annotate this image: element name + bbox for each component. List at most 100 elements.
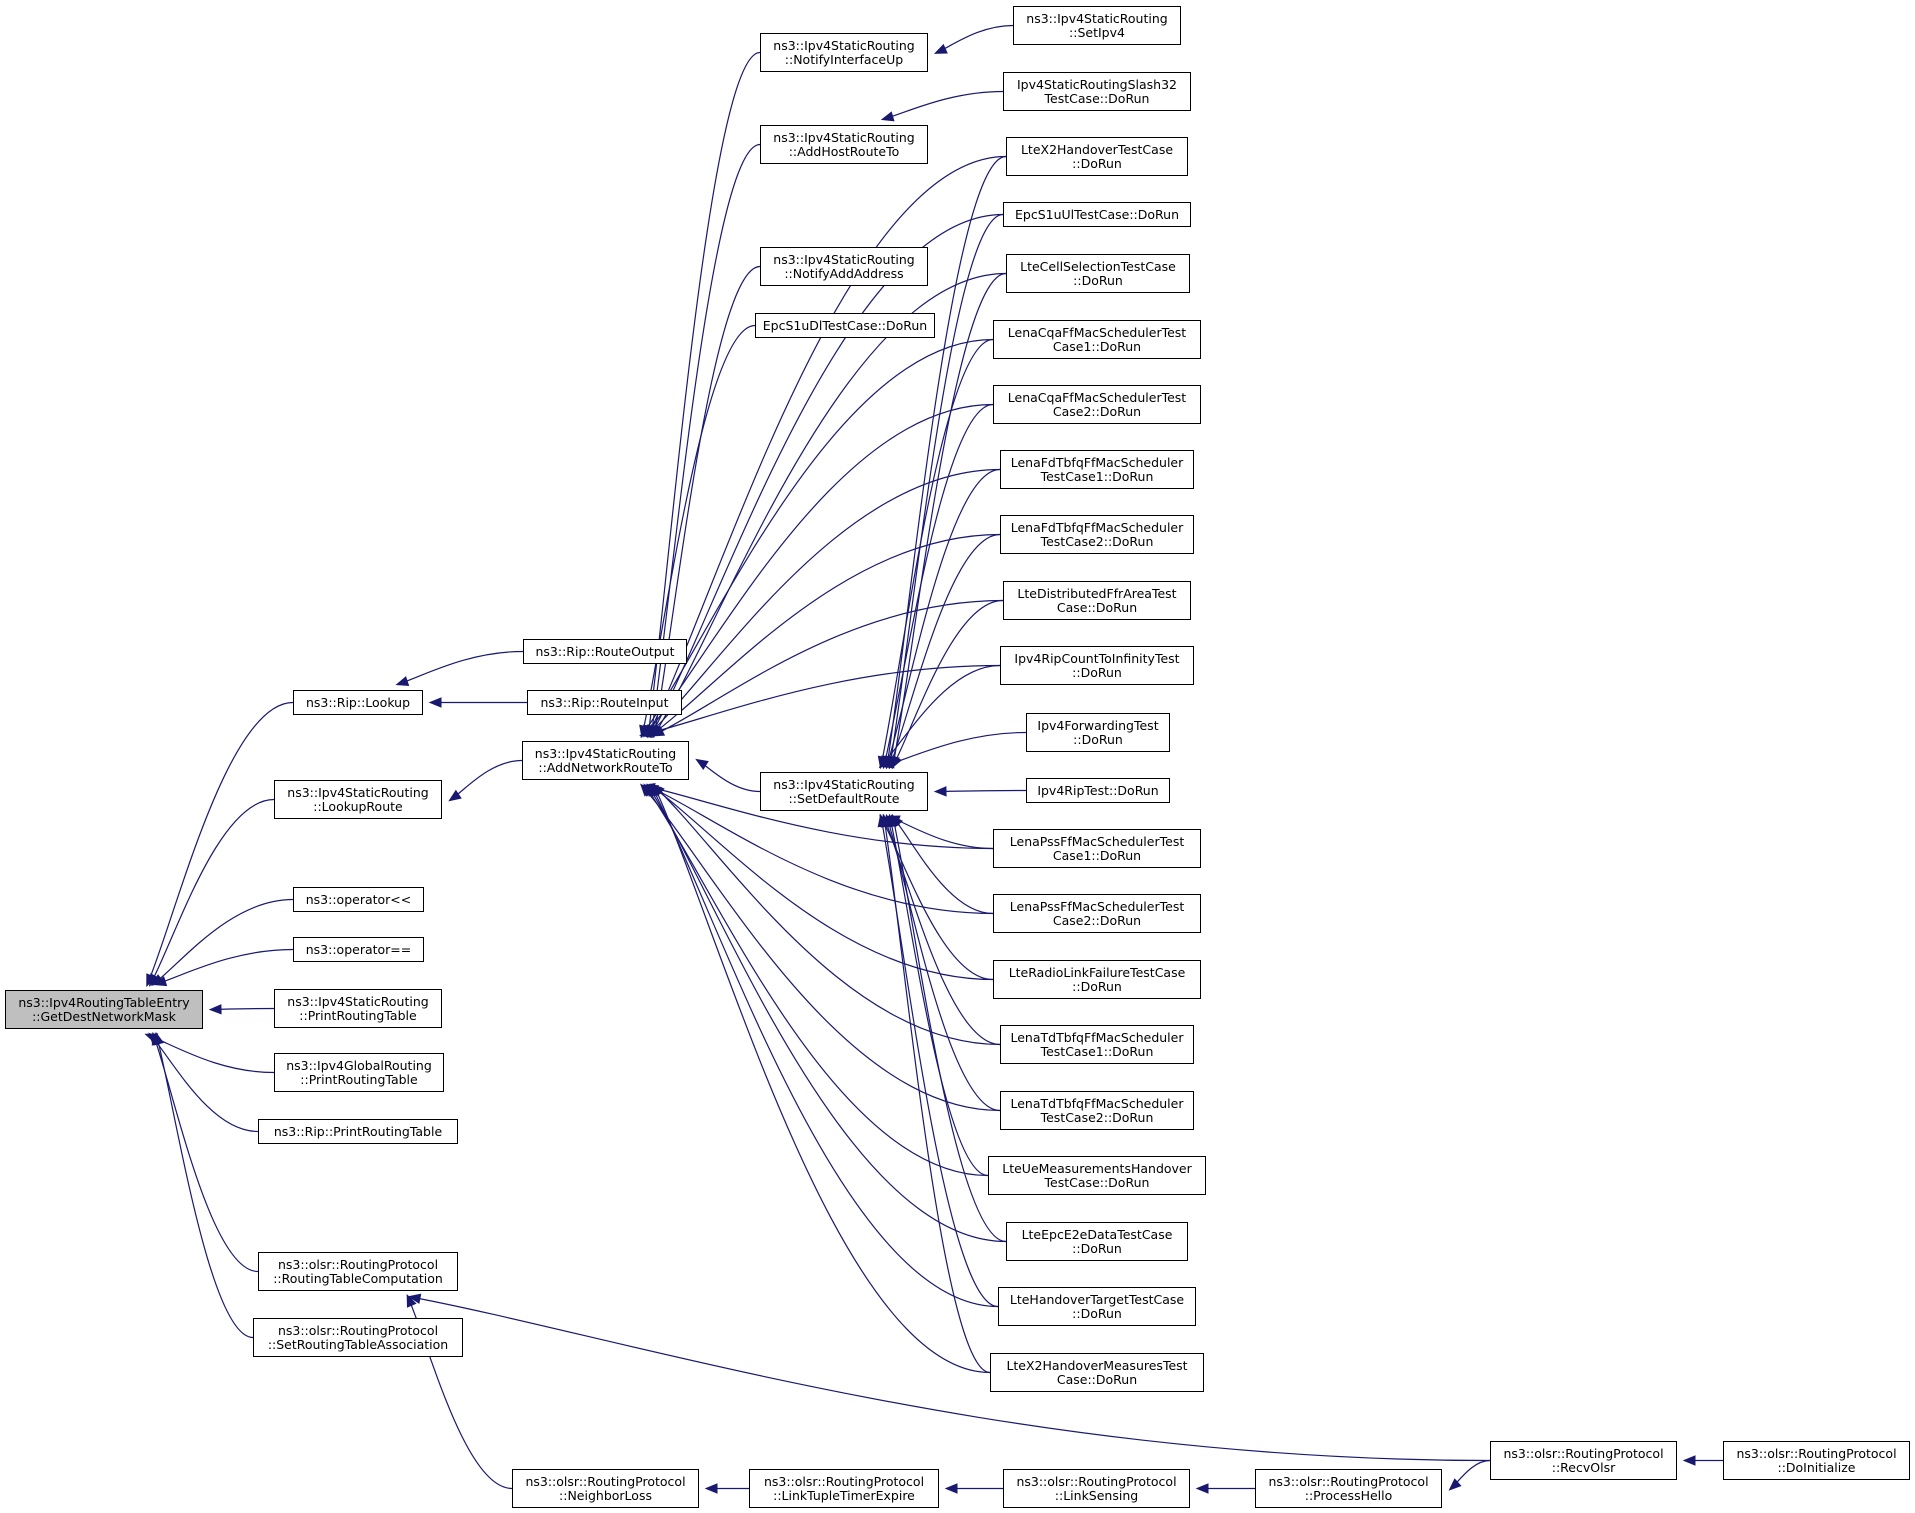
- node-epc-ul[interactable]: EpcS1uUlTestCase::DoRun: [1003, 202, 1191, 227]
- node-tdtbfq2[interactable]: LenaTdTbfqFfMacScheduler TestCase2::DoRu…: [1000, 1091, 1194, 1130]
- node-ripinf[interactable]: Ipv4RipCountToInfinityTest ::DoRun: [1000, 646, 1194, 685]
- arrowhead-e2e-to-setdef: [889, 813, 901, 828]
- node-fdtbfq2[interactable]: LenaFdTbfqFfMacScheduler TestCase2::DoRu…: [1000, 515, 1194, 554]
- node-static-lookup[interactable]: ns3::Ipv4StaticRouting ::LookupRoute: [274, 780, 442, 819]
- node-doinit[interactable]: ns3::olsr::RoutingProtocol ::DoInitializ…: [1723, 1441, 1910, 1480]
- node-add-host[interactable]: ns3::Ipv4StaticRouting ::AddHostRouteTo: [760, 125, 928, 164]
- node-static-lookup-label: ns3::Ipv4StaticRouting ::LookupRoute: [287, 784, 429, 814]
- node-ripinf-label: Ipv4RipCountToInfinityTest ::DoRun: [1014, 650, 1180, 680]
- arrowhead-rip_in-to-rip_lookup: [428, 697, 442, 708]
- node-ltte[interactable]: ns3::olsr::RoutingProtocol ::LinkTupleTi…: [749, 1469, 939, 1508]
- node-uemeas-label: LteUeMeasurementsHandover TestCase::DoRu…: [1002, 1160, 1192, 1190]
- edge-op_eq-to-root: [156, 948, 294, 985]
- node-addnet-label: ns3::Ipv4StaticRouting ::AddNetworkRoute…: [534, 745, 677, 775]
- arrowhead-riptest-to-setdef: [933, 786, 947, 797]
- edge-uemeas-to-addnet: [644, 785, 989, 1177]
- node-recv-label: ns3::olsr::RoutingProtocol ::RecvOlsr: [1503, 1445, 1664, 1475]
- edge-e2e-to-setdef: [892, 816, 1007, 1243]
- edge-tdtbfq1-to-addnet: [653, 785, 1001, 1046]
- edge-e2e-to-addnet: [647, 785, 1007, 1243]
- edge-cellsel-to-addnet: [653, 272, 1007, 736]
- node-fdtbfq2-label: LenaFdTbfqFfMacScheduler TestCase2::DoRu…: [1010, 519, 1184, 549]
- edge-tdtbfq2-to-addnet: [641, 785, 1001, 1112]
- node-e2e-label: LteEpcE2eDataTestCase ::DoRun: [1021, 1226, 1173, 1256]
- node-static-print[interactable]: ns3::Ipv4StaticRouting ::PrintRoutingTab…: [274, 989, 442, 1028]
- node-ffrarea[interactable]: LteDistributedFfrAreaTest Case::DoRun: [1003, 581, 1191, 620]
- node-op-eq[interactable]: ns3::operator==: [293, 937, 424, 962]
- node-hotarget-label: LteHandoverTargetTestCase ::DoRun: [1009, 1291, 1185, 1321]
- edge-pss2-to-addnet: [647, 785, 994, 915]
- edge-ripinf-to-addnet: [642, 664, 1001, 736]
- edge-fwd-to-setdef: [883, 731, 1027, 767]
- arrowhead-addnet-to-static_lookup: [448, 789, 462, 802]
- arrowhead-x2meas-to-addnet: [652, 782, 663, 797]
- node-global-print[interactable]: ns3::Ipv4GlobalRouting ::PrintRoutingTab…: [274, 1053, 444, 1092]
- node-notify-up[interactable]: ns3::Ipv4StaticRouting ::NotifyInterface…: [760, 33, 928, 72]
- arrowhead-lsense-to-ltte: [944, 1483, 958, 1494]
- node-set-ipv4[interactable]: ns3::Ipv4StaticRouting ::SetIpv4: [1013, 6, 1181, 45]
- node-recv[interactable]: ns3::olsr::RoutingProtocol ::RecvOlsr: [1490, 1441, 1677, 1480]
- node-pss2[interactable]: LenaPssFfMacSchedulerTest Case2::DoRun: [993, 894, 1201, 933]
- node-cellsel-label: LteCellSelectionTestCase ::DoRun: [1020, 258, 1176, 288]
- node-fdtbfq1-label: LenaFdTbfqFfMacScheduler TestCase1::DoRu…: [1010, 454, 1184, 484]
- edge-notify_addr-to-addnet: [653, 265, 761, 736]
- edge-olsr_rtc-to-root: [152, 1034, 259, 1273]
- arrowhead-recv-to-olsr_rtc: [407, 1293, 422, 1304]
- node-fwd[interactable]: Ipv4ForwardingTest ::DoRun: [1026, 713, 1170, 752]
- edge-set_ipv4-to-notify_up: [936, 24, 1014, 54]
- node-rip-lookup[interactable]: ns3::Rip::Lookup: [293, 690, 423, 715]
- edge-hotarget-to-addnet: [650, 785, 999, 1308]
- node-olsr-rtc[interactable]: ns3::olsr::RoutingProtocol ::RoutingTabl…: [258, 1252, 458, 1291]
- node-uemeas[interactable]: LteUeMeasurementsHandover TestCase::DoRu…: [988, 1156, 1206, 1195]
- arrowhead-recv-to-phello: [1448, 1478, 1462, 1491]
- node-epc-ul-label: EpcS1uUlTestCase::DoRun: [1014, 206, 1179, 222]
- edge-x2meas-to-addnet: [653, 785, 991, 1374]
- edge-ffrarea-to-setdef: [892, 599, 1004, 767]
- node-cqa1[interactable]: LenaCqaFfMacSchedulerTest Case1::DoRun: [993, 320, 1201, 359]
- node-op-shift[interactable]: ns3::operator<<: [293, 887, 424, 912]
- node-tdtbfq1-label: LenaTdTbfqFfMacScheduler TestCase1::DoRu…: [1010, 1029, 1184, 1059]
- node-hotarget[interactable]: LteHandoverTargetTestCase ::DoRun: [998, 1287, 1196, 1326]
- node-riptest[interactable]: Ipv4RipTest::DoRun: [1026, 778, 1170, 803]
- node-ltte-label: ns3::olsr::RoutingProtocol ::LinkTupleTi…: [763, 1473, 925, 1503]
- node-op-shift-label: ns3::operator<<: [305, 891, 412, 907]
- node-nloss[interactable]: ns3::olsr::RoutingProtocol ::NeighborLos…: [512, 1469, 699, 1508]
- node-fdtbfq1[interactable]: LenaFdTbfqFfMacScheduler TestCase1::DoRu…: [1000, 450, 1194, 489]
- node-lsense[interactable]: ns3::olsr::RoutingProtocol ::LinkSensing: [1003, 1469, 1190, 1508]
- node-root-label: ns3::Ipv4RoutingTableEntry ::GetDestNetw…: [18, 994, 190, 1024]
- node-x2ho[interactable]: LteX2HandoverTestCase ::DoRun: [1006, 137, 1188, 176]
- node-rlf[interactable]: LteRadioLinkFailureTestCase ::DoRun: [993, 960, 1201, 999]
- node-notify-addr[interactable]: ns3::Ipv4StaticRouting ::NotifyAddAddres…: [760, 247, 928, 286]
- node-slash32[interactable]: Ipv4StaticRoutingSlash32 TestCase::DoRun: [1003, 72, 1191, 111]
- node-cellsel[interactable]: LteCellSelectionTestCase ::DoRun: [1006, 254, 1190, 293]
- node-x2meas[interactable]: LteX2HandoverMeasuresTest Case::DoRun: [990, 1353, 1204, 1392]
- node-pss1[interactable]: LenaPssFfMacSchedulerTest Case1::DoRun: [993, 829, 1201, 868]
- edge-addnet-to-static_lookup: [450, 759, 523, 800]
- edge-global_print-to-root: [147, 1034, 275, 1074]
- node-notify-up-label: ns3::Ipv4StaticRouting ::NotifyInterface…: [773, 37, 915, 67]
- arrowhead-setdef-to-addnet: [695, 758, 709, 770]
- node-pss1-label: LenaPssFfMacSchedulerTest Case1::DoRun: [1009, 833, 1185, 863]
- edge-setdef-to-addnet: [697, 759, 761, 793]
- arrowhead-ripinf-to-addnet: [639, 727, 653, 738]
- node-root[interactable]: ns3::Ipv4RoutingTableEntry ::GetDestNetw…: [5, 990, 203, 1029]
- edge-pss1-to-addnet: [645, 785, 994, 850]
- node-rip-in[interactable]: ns3::Rip::RouteInput: [527, 690, 682, 715]
- node-rip-lookup-label: ns3::Rip::Lookup: [305, 694, 411, 710]
- arrowhead-x2meas-to-setdef: [880, 813, 891, 828]
- node-rip-out[interactable]: ns3::Rip::RouteOutput: [523, 639, 687, 664]
- node-olsr-srta[interactable]: ns3::olsr::RoutingProtocol ::SetRoutingT…: [253, 1318, 463, 1357]
- arrowhead-fwd-to-setdef: [880, 758, 895, 769]
- node-cqa2[interactable]: LenaCqaFfMacSchedulerTest Case2::DoRun: [993, 385, 1201, 424]
- node-tdtbfq1[interactable]: LenaTdTbfqFfMacScheduler TestCase1::DoRu…: [1000, 1025, 1194, 1064]
- edge-fdtbfq2-to-setdef: [889, 533, 1001, 767]
- node-epc-dl[interactable]: EpcS1uDlTestCase::DoRun: [755, 313, 935, 338]
- node-rip-print[interactable]: ns3::Rip::PrintRoutingTable: [258, 1119, 458, 1144]
- node-phello[interactable]: ns3::olsr::RoutingProtocol ::ProcessHell…: [1255, 1469, 1442, 1508]
- node-e2e[interactable]: LteEpcE2eDataTestCase ::DoRun: [1006, 1222, 1188, 1261]
- node-rip-out-label: ns3::Rip::RouteOutput: [535, 643, 675, 659]
- node-setdef[interactable]: ns3::Ipv4StaticRouting ::SetDefaultRoute: [760, 772, 928, 811]
- edge-hotarget-to-setdef: [880, 816, 999, 1308]
- node-addnet[interactable]: ns3::Ipv4StaticRouting ::AddNetworkRoute…: [522, 741, 689, 780]
